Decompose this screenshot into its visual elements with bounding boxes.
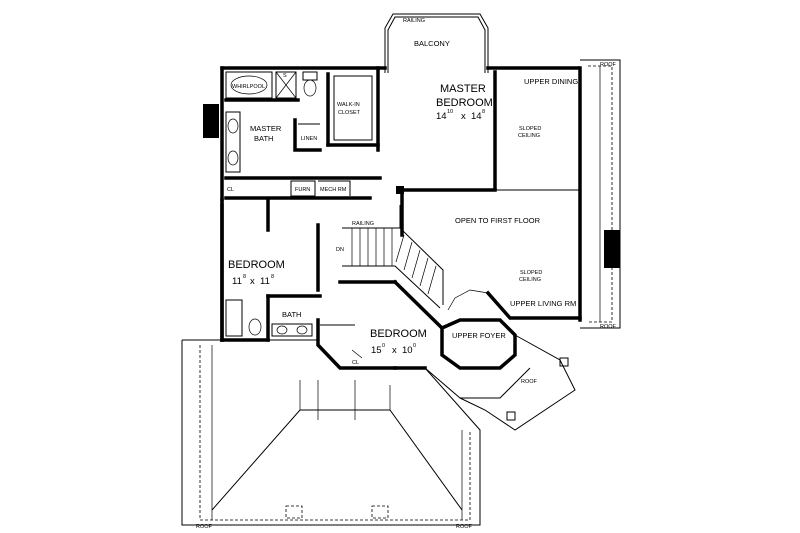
bedroom-left-dim-x: x bbox=[250, 276, 255, 287]
label-master-bedroom-2: BEDROOM bbox=[436, 97, 493, 109]
master-bedroom-dim-w: 14 bbox=[436, 111, 447, 122]
label-bath: BATH bbox=[282, 310, 301, 319]
label-mech-rm: MECH RM bbox=[320, 187, 347, 193]
balcony bbox=[384, 13, 489, 73]
label-balcony: BALCONY bbox=[414, 39, 450, 48]
master-bedroom-dim-h: 14 bbox=[471, 111, 482, 122]
open-area-walls bbox=[447, 189, 582, 320]
master-suite-walls bbox=[224, 66, 497, 200]
label-sloped-ceiling-2a: SLOPED bbox=[520, 270, 542, 276]
bedroom-left-dimensions: 11 8 x 11 8 bbox=[232, 274, 274, 287]
bedroom-center-dim-h-sup: 0 bbox=[413, 343, 416, 349]
label-master-bath-2: BATH bbox=[254, 134, 273, 143]
label-closet-left: CL bbox=[227, 187, 234, 193]
bedroom-center-dim-h: 10 bbox=[402, 345, 413, 356]
bedroom-left-dim-w-sup: 8 bbox=[243, 274, 246, 280]
staircase bbox=[342, 190, 444, 309]
label-sloped-ceiling-1b: CEILING bbox=[518, 133, 540, 139]
label-railing-top: RAILING bbox=[403, 18, 425, 24]
upper-foyer-octagon bbox=[424, 318, 576, 431]
label-roof-bottom-left: ROOF bbox=[196, 524, 213, 530]
chimney-left bbox=[203, 104, 219, 138]
label-master-bath-1: MASTER bbox=[250, 124, 282, 133]
label-roof-octagon: ROOF bbox=[521, 379, 538, 385]
label-closet-center: CL bbox=[352, 360, 359, 366]
bedroom-left-dim-w: 11 bbox=[232, 276, 242, 287]
lower-roof bbox=[181, 339, 481, 526]
label-upper-dining: UPPER DINING bbox=[524, 77, 578, 86]
master-bedroom-dimensions: 14 10 x 14 8 bbox=[436, 109, 485, 122]
label-shower: S bbox=[283, 73, 287, 79]
bedroom-center-dim-w: 15 bbox=[371, 345, 382, 356]
label-bedroom-left: BEDROOM bbox=[228, 259, 285, 271]
label-sloped-ceiling-1a: SLOPED bbox=[519, 126, 541, 132]
label-railing-stair: RAILING bbox=[352, 221, 374, 227]
label-bedroom-center: BEDROOM bbox=[370, 328, 427, 340]
bedroom-left-dim-h: 11 bbox=[260, 276, 270, 287]
bedroom-center-dimensions: 15 0 x 10 0 bbox=[371, 343, 416, 356]
left-bedroom-walls bbox=[220, 198, 322, 342]
master-bedroom-dim-x: x bbox=[461, 111, 466, 122]
label-roof-right-mid: ROOF bbox=[600, 324, 617, 330]
label-linen: LINEN bbox=[301, 136, 317, 142]
master-bedroom-dim-h-sup: 8 bbox=[482, 109, 485, 115]
label-walk-in-1: WALK-IN bbox=[337, 102, 360, 108]
label-furn: FURN bbox=[295, 187, 310, 193]
center-bedroom-walls bbox=[316, 279, 445, 370]
label-sloped-ceiling-2b: CEILING bbox=[519, 277, 541, 283]
bedroom-center-dim-x: x bbox=[392, 345, 397, 356]
label-walk-in-2: CLOSET bbox=[338, 110, 361, 116]
label-whirlpool: WHIRLPOOL bbox=[232, 84, 265, 90]
master-bedroom-dim-w-sup: 10 bbox=[447, 109, 453, 115]
label-dn: DN bbox=[336, 247, 344, 253]
bedroom-left-dim-h-sup: 8 bbox=[271, 274, 274, 280]
label-roof-top-right: ROOF bbox=[600, 62, 617, 68]
label-roof-bottom-right: ROOF bbox=[456, 524, 473, 530]
right-roof-strip bbox=[580, 59, 621, 329]
label-upper-living-rm: UPPER LIVING RM bbox=[510, 299, 576, 308]
label-master-bedroom-1: MASTER bbox=[440, 83, 486, 95]
label-open-to-first-floor: OPEN TO FIRST FLOOR bbox=[455, 216, 541, 225]
label-upper-foyer: UPPER FOYER bbox=[452, 331, 506, 340]
bedroom-center-dim-w-sup: 0 bbox=[382, 343, 385, 349]
